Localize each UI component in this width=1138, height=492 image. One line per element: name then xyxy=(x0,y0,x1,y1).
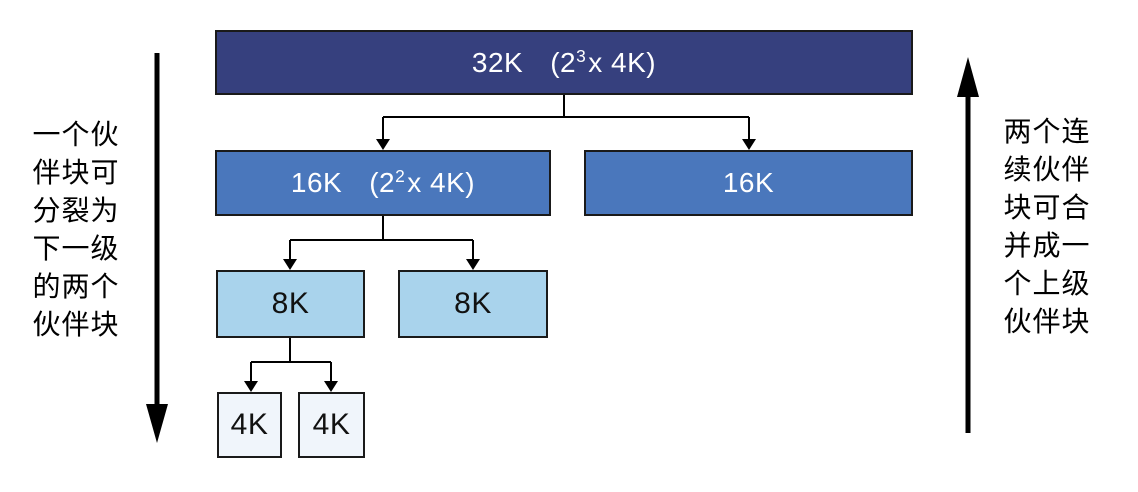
annotation-line: 个上级 xyxy=(1003,268,1091,299)
block-formula-label: (23x 4K) xyxy=(550,45,657,78)
block-size-label: 4K xyxy=(230,408,269,441)
block-4k-right: 4K xyxy=(298,392,365,458)
annotation-line: 一个伙 xyxy=(32,119,120,150)
annotation-line: 伙伴块 xyxy=(32,309,120,340)
annotation-line: 续伙伴 xyxy=(1003,154,1091,185)
split-annotation: 一个伙 伴块可 分裂为 下一级 的两个 伙伴块 xyxy=(18,116,134,344)
annotation-line: 下一级 xyxy=(32,233,120,264)
annotation-line: 并成一 xyxy=(1003,230,1091,261)
block-size-label: 16K xyxy=(290,167,343,198)
block-32k: 32K (23x 4K) xyxy=(215,30,913,95)
block-16k-left: 16K (22x 4K) xyxy=(215,150,551,216)
annotation-line: 两个连 xyxy=(1003,116,1091,147)
block-size-label: 32K xyxy=(471,46,524,78)
annotation-line: 伴块可 xyxy=(32,157,120,188)
annotation-line: 分裂为 xyxy=(32,195,120,226)
block-size-label: 8K xyxy=(271,287,310,320)
annotation-line: 的两个 xyxy=(32,271,120,302)
block-size-label: 16K xyxy=(722,167,775,198)
merge-annotation: 两个连 续伙伴 块可合 并成一 个上级 伙伴块 xyxy=(989,113,1105,341)
split-connectors xyxy=(250,95,750,382)
block-size-label: 4K xyxy=(312,408,351,441)
block-formula-label: (22x 4K) xyxy=(369,166,476,198)
annotation-line: 块可合 xyxy=(1003,192,1091,223)
split-direction-arrow-icon xyxy=(146,53,168,443)
annotation-line: 伙伴块 xyxy=(1003,306,1091,337)
block-size-label: 8K xyxy=(454,287,492,320)
block-16k-right: 16K xyxy=(584,150,913,216)
block-8k-left: 8K xyxy=(216,270,365,338)
block-8k-right: 8K xyxy=(398,270,548,338)
merge-direction-arrow-icon xyxy=(957,57,979,433)
block-4k-left: 4K xyxy=(217,392,282,458)
